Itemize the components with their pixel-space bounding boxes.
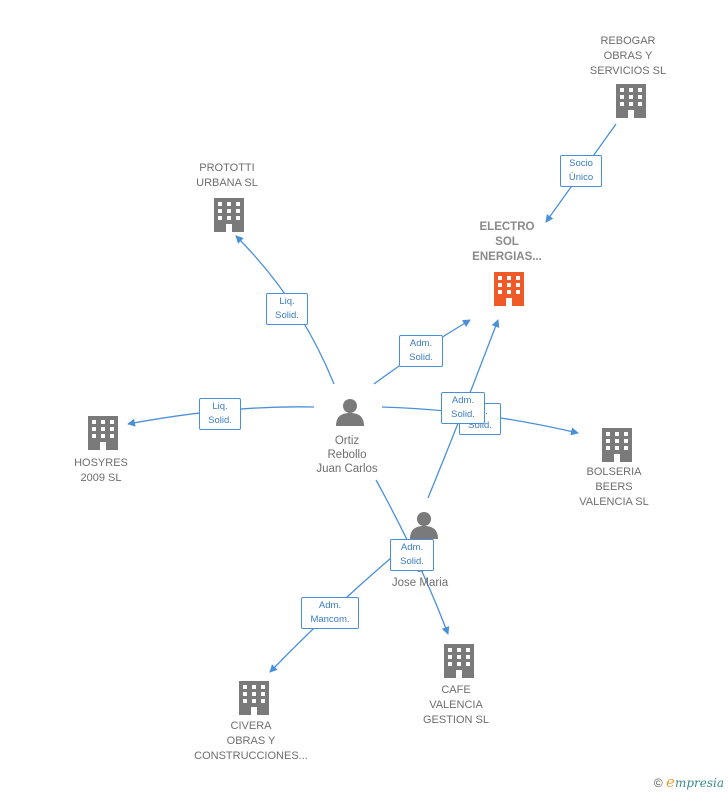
node-label-prototti[interactable]: PROTOTTI URBANA SL [196, 162, 258, 189]
building-icon-cafe[interactable] [444, 644, 474, 678]
building-icon-prototti[interactable] [214, 198, 244, 232]
person-icon-jose[interactable] [410, 512, 438, 539]
edge-badge-adm-mancom[interactable]: Adm. Mancom. [301, 597, 359, 629]
edge-badge-adm-cafe[interactable]: Adm. Solid. [390, 539, 434, 571]
node-label-civera[interactable]: CIVERA OBRAS Y CONSTRUCCIONES... [194, 720, 308, 762]
building-icon-bolseria[interactable] [602, 428, 632, 462]
node-label-cafe[interactable]: CAFE VALENCIA GESTION SL [422, 684, 490, 726]
building-icon-electro[interactable] [494, 272, 524, 306]
edge-badge-adm-jose-electro[interactable]: Adm. Solid. [441, 392, 485, 424]
brand-logo[interactable]: empresia [666, 773, 724, 791]
edge-badge-liq-prototti[interactable]: Liq. Solid. [266, 293, 308, 325]
copyright-icon: © [653, 776, 663, 790]
node-label-electro[interactable]: ELECTRO SOL ENERGIAS... [472, 221, 542, 263]
node-label-bolseria[interactable]: BOLSERIA BEERS VALENCIA SL [579, 466, 649, 508]
building-icon-hosyres[interactable] [88, 416, 118, 450]
building-icon-rebogar[interactable] [616, 84, 646, 118]
person-icon-ortiz[interactable] [336, 399, 364, 426]
node-label-rebogar[interactable]: REBOGAR OBRAS Y SERVICIOS SL [589, 35, 667, 77]
footer-brand: © empresia [654, 773, 724, 791]
edge-badge-socio-unico[interactable]: Socio Único [560, 155, 602, 187]
building-icon-civera[interactable] [239, 681, 269, 715]
edge-badge-adm-ortiz-electro[interactable]: Adm. Solid. [399, 335, 443, 367]
person-label-ortiz[interactable]: Ortiz Rebollo Juan Carlos [316, 435, 378, 475]
edge-badge-liq-hosyres[interactable]: Liq. Solid. [199, 398, 241, 430]
node-label-hosyres[interactable]: HOSYRES 2009 SL [74, 457, 128, 484]
